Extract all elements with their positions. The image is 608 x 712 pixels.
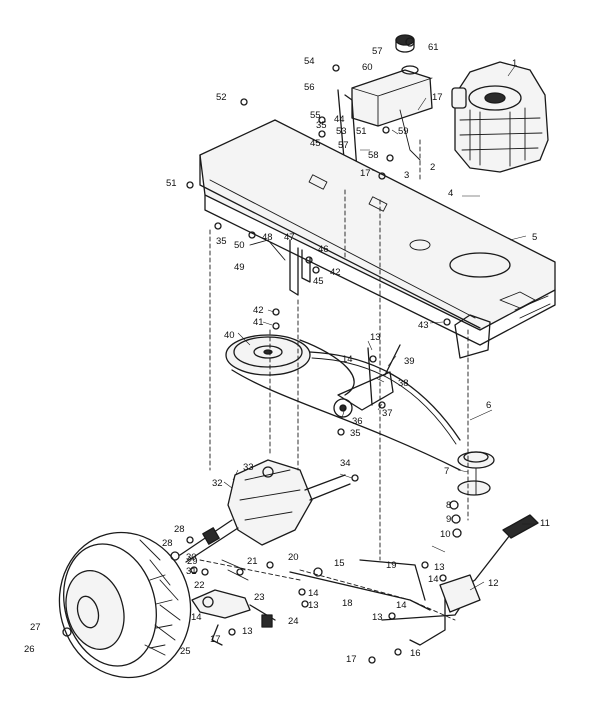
callouts: 1 2 3 4 5 6 7 8 9 10 11 12 13 13 13 13 1… <box>24 42 550 665</box>
callout-17-d: 17 <box>346 654 357 665</box>
callout-47: 47 <box>284 232 295 243</box>
chassis-frame <box>199 119 556 359</box>
fuel-tank <box>351 65 433 127</box>
callout-39: 39 <box>404 356 415 367</box>
callout-5: 5 <box>532 232 537 243</box>
callout-40: 40 <box>224 330 235 341</box>
callout-54: 54 <box>304 56 315 67</box>
callout-25: 25 <box>180 646 191 657</box>
callout-14-b: 14 <box>308 588 319 599</box>
callout-50: 50 <box>234 240 245 251</box>
callout-35-a: 35 <box>216 236 227 247</box>
lever-handle <box>502 514 539 539</box>
callout-2: 2 <box>430 162 435 173</box>
callout-6: 6 <box>486 400 491 411</box>
hardware <box>62 37 462 664</box>
callout-14-a: 14 <box>342 354 353 365</box>
callout-17-b: 17 <box>360 168 371 179</box>
callout-45-b: 45 <box>313 276 324 287</box>
callout-13-a: 13 <box>370 332 381 343</box>
callout-20: 20 <box>288 552 299 563</box>
callout-12: 12 <box>488 578 499 589</box>
callout-55: 55 <box>310 110 321 121</box>
callout-32: 32 <box>212 478 223 489</box>
leader-lines <box>223 65 536 591</box>
callout-48: 48 <box>262 232 273 243</box>
callout-24: 24 <box>288 616 299 627</box>
callout-21: 21 <box>247 556 258 567</box>
frame-brackets <box>249 239 311 296</box>
callout-14-d: 14 <box>396 600 407 611</box>
callout-52: 52 <box>216 92 227 103</box>
callout-30: 30 <box>186 552 197 563</box>
callout-26: 26 <box>24 644 35 655</box>
callout-56: 56 <box>304 82 315 93</box>
callout-51-b: 51 <box>356 126 367 137</box>
callout-13-b: 13 <box>308 600 319 611</box>
callout-22: 22 <box>194 580 205 591</box>
callout-35-b: 35 <box>316 120 327 131</box>
callout-46: 46 <box>318 244 329 255</box>
callout-31: 31 <box>186 566 197 577</box>
callout-1: 1 <box>512 58 517 69</box>
callout-11: 11 <box>540 518 550 529</box>
engine <box>451 61 549 173</box>
callout-43: 43 <box>418 320 429 331</box>
callout-58: 58 <box>368 150 379 161</box>
callout-61: 61 <box>428 42 439 53</box>
callout-7: 7 <box>444 466 449 477</box>
callout-41: 41 <box>253 317 264 328</box>
callout-37: 37 <box>382 408 393 419</box>
callout-38: 38 <box>398 378 409 389</box>
callout-23: 23 <box>254 592 265 603</box>
engine-pulley <box>225 334 311 376</box>
callout-35-c: 35 <box>350 428 361 439</box>
callout-14-c: 14 <box>191 612 202 623</box>
callout-59: 59 <box>398 126 409 137</box>
callout-45-a: 45 <box>310 138 321 149</box>
callout-33: 33 <box>243 462 254 473</box>
brake-linkage <box>191 559 276 646</box>
transaxle <box>179 459 351 563</box>
callout-17-c: 17 <box>210 634 221 645</box>
callout-13-d: 13 <box>372 612 383 623</box>
callout-3: 3 <box>404 170 409 181</box>
callout-42-b: 42 <box>330 267 341 278</box>
callout-19: 19 <box>386 560 397 571</box>
callout-42-a: 42 <box>253 305 264 316</box>
callout-28-a: 28 <box>174 524 185 535</box>
callout-57-b: 57 <box>338 140 349 151</box>
callout-10: 10 <box>440 529 451 540</box>
callout-17-a: 17 <box>432 92 443 103</box>
callout-28-b: 28 <box>162 538 173 549</box>
callout-18: 18 <box>342 598 353 609</box>
callout-4: 4 <box>448 188 453 199</box>
callout-49: 49 <box>234 262 245 273</box>
callout-15: 15 <box>334 558 345 569</box>
callout-14-e: 14 <box>428 574 439 585</box>
callout-57-a: 57 <box>372 46 383 57</box>
callout-29: 29 <box>187 556 198 567</box>
transmission-pulley <box>457 451 495 496</box>
callout-16: 16 <box>410 648 421 659</box>
callout-51-a: 51 <box>166 178 177 189</box>
shift-lever <box>439 534 511 613</box>
callout-27: 27 <box>30 622 41 633</box>
callout-13-c: 13 <box>242 626 253 637</box>
callout-36: 36 <box>352 416 363 427</box>
callout-44: 44 <box>334 114 345 125</box>
callout-13-e: 13 <box>434 562 445 573</box>
callout-60: 60 <box>362 62 373 73</box>
rear-tire <box>58 531 192 679</box>
callout-34: 34 <box>340 458 351 469</box>
callout-53: 53 <box>336 126 347 137</box>
callout-9: 9 <box>446 514 451 525</box>
callout-8: 8 <box>446 500 451 511</box>
